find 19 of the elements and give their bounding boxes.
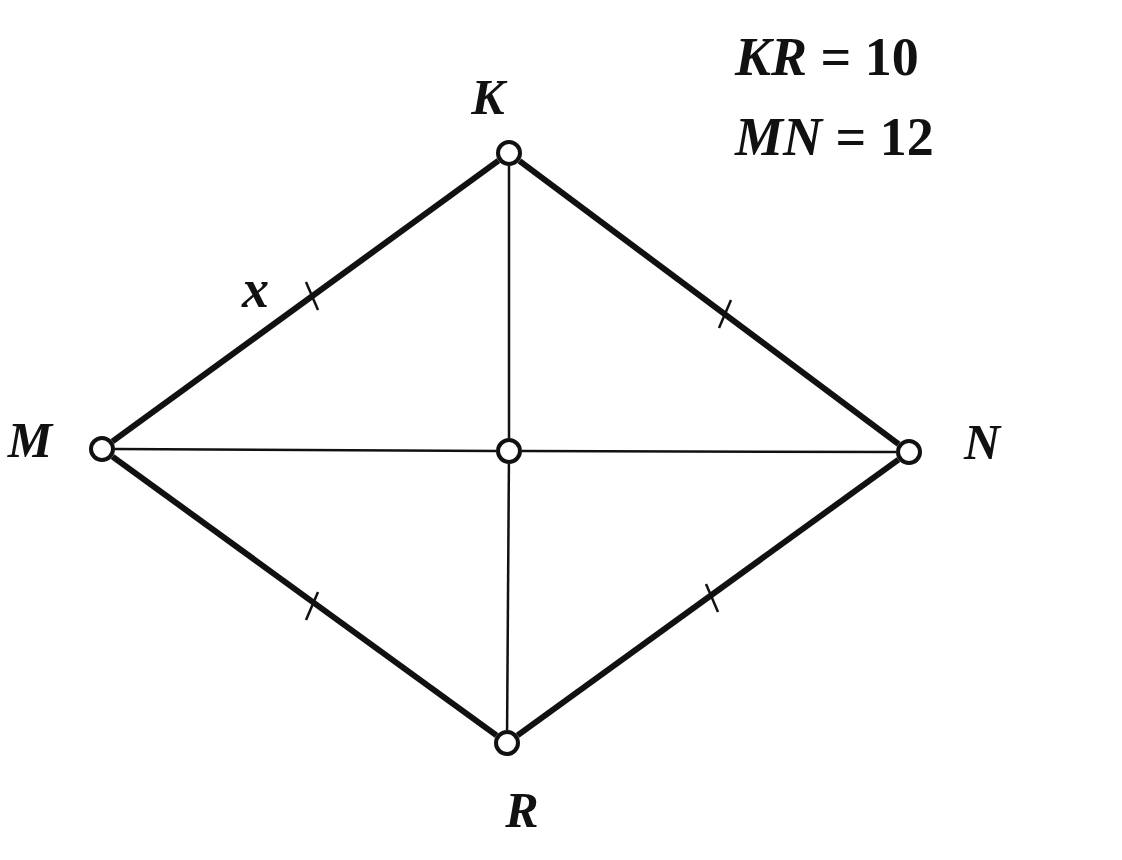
- diagonal-line: [505, 464, 511, 730]
- side-line: [110, 454, 499, 738]
- diagonal-line: [507, 166, 511, 438]
- point-marker: [89, 436, 115, 462]
- point-marker: [496, 438, 522, 464]
- given-value: MN = 12: [735, 110, 934, 164]
- diagonal-line: [522, 449, 896, 454]
- side-label: x: [242, 262, 269, 316]
- point-marker: [494, 730, 520, 756]
- point-label: M: [7, 415, 53, 465]
- side-line: [517, 158, 901, 447]
- point-marker: [896, 439, 922, 465]
- point-label: R: [505, 785, 539, 835]
- point-label: N: [963, 417, 1001, 467]
- point-marker: [496, 140, 522, 166]
- side-line: [515, 457, 901, 738]
- given-value: KR = 10: [735, 30, 919, 84]
- side-line: [110, 158, 501, 444]
- diagonal-line: [115, 447, 496, 453]
